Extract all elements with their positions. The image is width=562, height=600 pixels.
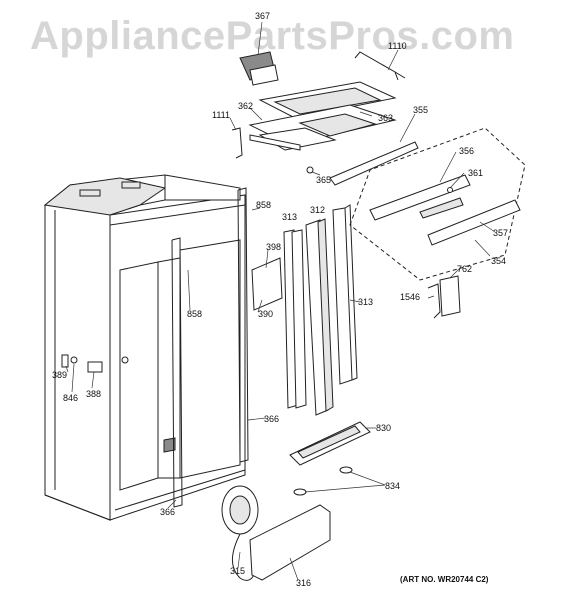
art-number: (ART NO. WR20744 C2) <box>400 575 489 584</box>
callout-388: 388 <box>86 389 102 399</box>
callout-1111: 1111 <box>212 110 231 120</box>
callout-357: 357 <box>493 228 509 238</box>
callout-315: 315 <box>230 566 246 576</box>
control-assembly <box>349 127 526 281</box>
fan-motor <box>221 485 259 581</box>
callout-366-right: 366 <box>264 414 280 424</box>
callout-363: 363 <box>378 113 394 123</box>
callout-366-left: 366 <box>160 507 176 517</box>
watermark: AppliancePartsPros.com <box>30 14 515 58</box>
switch-bracket <box>427 275 461 319</box>
callout-834: 834 <box>385 481 401 491</box>
callout-398: 398 <box>266 242 282 252</box>
callout-858-top: 858 <box>256 200 272 210</box>
callout-1110: 1110 <box>388 41 407 51</box>
callout-846: 846 <box>63 393 79 403</box>
callout-362: 362 <box>238 101 254 111</box>
callout-830: 830 <box>376 423 392 433</box>
callout-361: 361 <box>468 168 484 178</box>
callout-389: 389 <box>52 370 68 380</box>
callout-365: 365 <box>316 175 332 185</box>
callout-1546: 1546 <box>400 292 421 302</box>
callout-316: 316 <box>296 578 312 588</box>
callout-313-right: 313 <box>358 297 374 307</box>
control-rail <box>329 141 419 186</box>
leader-lines <box>65 21 496 581</box>
callout-858-mid: 858 <box>187 309 203 319</box>
callout-355: 355 <box>413 105 429 115</box>
kick-plate <box>249 504 331 581</box>
mounting-plate <box>251 257 283 311</box>
callout-390: 390 <box>258 309 274 319</box>
door-gasket-strips <box>171 187 249 508</box>
base-parts <box>289 421 371 496</box>
cabinet-case <box>43 174 246 521</box>
callout-312: 312 <box>310 205 326 215</box>
callout-356: 356 <box>459 146 475 156</box>
callout-762: 762 <box>457 264 473 274</box>
top-duct-assembly <box>231 51 406 174</box>
side-controls <box>61 354 103 373</box>
callout-367: 367 <box>255 11 271 21</box>
callout-313-left: 313 <box>282 212 298 222</box>
mullion-panels <box>283 204 358 416</box>
callout-354: 354 <box>491 256 507 266</box>
